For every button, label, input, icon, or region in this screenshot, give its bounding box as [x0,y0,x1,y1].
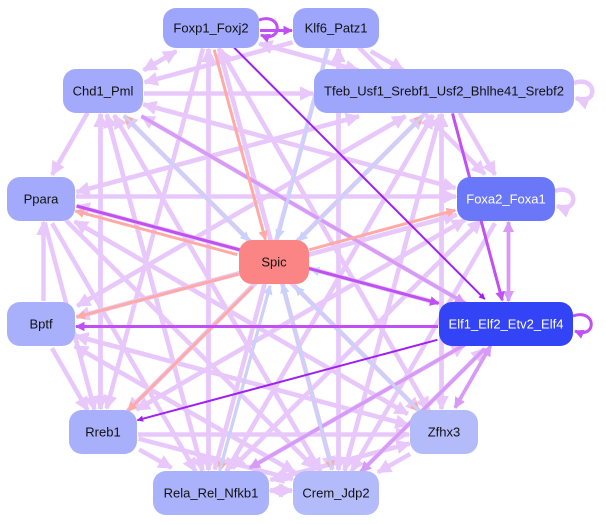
edge-rela-to-spic [218,284,273,472]
edge-zfhx3-to-ppara [73,219,409,416]
node-label: Rela_Rel_Nfkb1 [164,486,259,501]
node-klf6[interactable]: Klf6_Patz1 [293,8,379,48]
node-label: Zfhx3 [428,425,461,440]
node-spic[interactable]: Spic [239,240,309,284]
edge-zfhx3-to-foxp1 [218,48,431,412]
node-foxp1[interactable]: Foxp1_Foxj2 [163,8,259,48]
edge-rreb1-to-foxa2 [135,217,467,412]
node-rreb1[interactable]: Rreb1 [69,410,137,454]
edge-foxp1-to-spic [212,49,268,241]
edge-rela-to-foxa2 [230,218,483,470]
edge-bptf-to-rreb1 [50,347,90,412]
node-label: Elf1_Elf2_Etv2_Elf4 [449,317,564,332]
self-loop-tfeb [573,79,595,110]
edge-zfhx3-to-crem [376,451,412,475]
edge-spic-to-ppara [74,208,238,257]
edge-spic-to-foxa2 [308,207,457,252]
node-zfhx3[interactable]: Zfhx3 [410,410,478,454]
edge-foxa2-to-chd1 [142,100,456,191]
node-label: Chd1_Pml [73,84,134,99]
edge-zfhx3-to-spic [294,285,421,412]
node-label: Crem_Jdp2 [302,486,369,501]
self-loop-foxa2 [554,187,576,218]
edge-tfeb-to-foxp1 [257,40,359,73]
edge-rreb1-to-crem [138,436,294,483]
edge-crem-to-spic [280,283,334,470]
node-rela[interactable]: Rela_Rel_Nfkb1 [153,471,269,515]
edge-spic-to-rreb1 [126,285,254,412]
node-label: Ppara [24,192,59,207]
edge-foxa2-to-crem [349,222,497,473]
node-label: Spic [261,255,287,270]
node-crem[interactable]: Crem_Jdp2 [293,471,379,515]
edge-chd1-to-foxp1 [142,49,178,73]
edge-chd1-to-spic [123,114,251,242]
node-ppara[interactable]: Ppara [7,177,75,221]
self-loop-elf1 [572,313,593,339]
self-loop-foxp1 [258,17,279,43]
edge-crem-to-bptf [73,344,296,475]
edge-zfhx3-to-elf1 [453,344,493,409]
node-foxa2[interactable]: Foxa2_Foxa1 [457,177,555,221]
edge-spic-to-bptf [75,272,239,320]
node-label: Tfeb_Usf1_Srebf1_Usf2_Bhlhe41_Srebf2 [324,84,564,99]
node-label: Foxa2_Foxa1 [466,192,546,207]
node-label: Klf6_Patz1 [305,21,368,36]
node-chd1[interactable]: Chd1_Pml [63,69,143,113]
edge-bptf-to-tfeb [76,114,407,308]
node-label: Bptf [29,317,53,332]
node-label: Foxp1_Foxj2 [173,21,248,36]
edge-foxp1-to-elf1 [232,46,486,300]
node-layer: Foxp1_Foxj2 Klf6_Patz1 Chd1_Pml Tfeb_Usf… [7,8,574,515]
edge-elf1-to-rela [248,343,466,470]
node-tfeb[interactable]: Tfeb_Usf1_Srebf1_Usf2_Bhlhe41_Srebf2 [314,69,574,113]
edge-rela-to-tfeb [224,114,435,473]
edge-chd1-to-ppara [50,111,90,177]
edge-crem-to-chd1 [112,114,323,473]
edge-klf6-to-tfeb [369,49,405,73]
edge-tfeb-to-spic [297,114,424,242]
edge-elf1-to-rreb1 [136,338,438,422]
node-label: Rreb1 [85,425,120,440]
node-bptf[interactable]: Bptf [7,302,75,346]
edge-chd1-to-elf1 [140,114,466,305]
edge-tfeb-to-foxa2 [457,111,497,177]
edge-rreb1-to-rela [138,447,173,470]
node-elf1[interactable]: Elf1_Elf2_Etv2_Elf4 [439,302,573,346]
